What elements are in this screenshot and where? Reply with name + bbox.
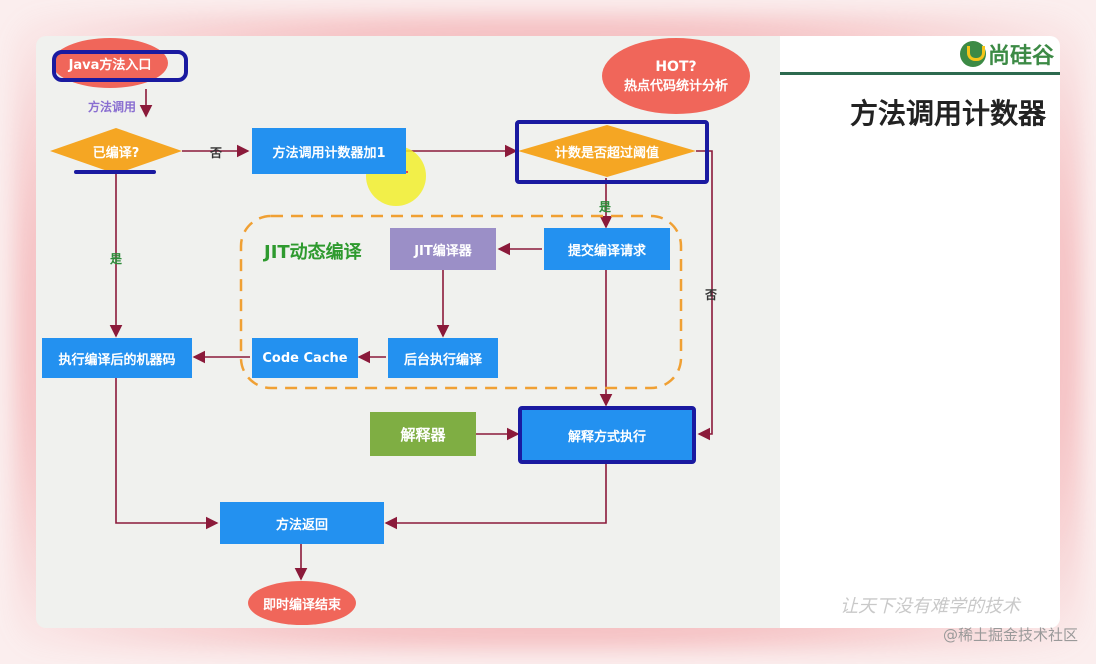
submit-request-box: 提交编译请求	[544, 228, 670, 270]
jit-compiler-box: JIT编译器	[390, 228, 496, 270]
compiled-underline	[74, 170, 156, 174]
interpreted-execution-label: 解释方式执行	[567, 429, 646, 445]
flow-connectors	[109, 89, 713, 581]
background-compile-box: 后台执行编译	[388, 338, 498, 378]
threshold-highlight	[515, 120, 709, 184]
edge-label-threshold-yes: 是	[599, 200, 612, 214]
interpreted-execution-highlight	[518, 406, 696, 464]
brand-motto: 让天下没有难学的技术	[840, 596, 1020, 617]
method-return-label: 方法返回	[275, 517, 328, 533]
edge-label-compiled-yes: 是	[110, 252, 123, 266]
interpreter-label: 解释器	[400, 425, 446, 444]
site-watermark: @稀土掘金技术社区	[942, 626, 1078, 644]
edge-label-threshold-no: 否	[705, 288, 718, 302]
interpreter-box: 解释器	[370, 412, 476, 456]
arrow-threshold-no	[696, 150, 713, 441]
jit-region-title: JIT动态编译	[264, 242, 362, 263]
execute-machine-code-label: 执行编译后的机器码	[58, 352, 176, 368]
jit-end-label: 即时编译结束	[262, 597, 341, 613]
interpreted-execution-box: 解释方式执行	[522, 410, 692, 460]
method-return-box: 方法返回	[220, 502, 384, 544]
edge-label-compiled-no: 否	[210, 146, 223, 160]
header-divider	[780, 72, 1060, 75]
jit-region-border	[239, 214, 683, 390]
submit-request-label: 提交编译请求	[567, 243, 646, 259]
right-panel: 尚硅谷 方法调用计数器 让天下没有难学的技术	[780, 36, 1060, 628]
arrow-interp-to-return	[384, 462, 607, 530]
logo-text: 尚硅谷	[988, 44, 1055, 69]
brand-logo: 尚硅谷	[960, 38, 1054, 70]
compiled-decision: 已编译?	[50, 128, 182, 174]
hot-analysis-label: 热点代码统计分析	[623, 78, 728, 94]
threshold-decision: 计数是否超过阈值	[518, 125, 696, 177]
compiled-label: 已编译?	[92, 145, 140, 161]
hot-analysis-oval: HOT? 热点代码统计分析	[602, 38, 750, 114]
slide-frame: Java方法入口 方法调用 已编译? 否 是 方法调用计数器加1 HOT? 热点…	[36, 36, 1060, 628]
java-entry-label: Java方法入口	[68, 57, 152, 73]
slide-title: 方法调用计数器	[850, 97, 1047, 130]
hot-label: HOT?	[655, 58, 697, 75]
code-cache-box: Code Cache	[252, 338, 358, 378]
method-call-label: 方法调用	[88, 100, 137, 114]
threshold-label: 计数是否超过阈值	[554, 145, 659, 161]
code-cache-label: Code Cache	[262, 350, 348, 366]
background-compile-label: 后台执行编译	[403, 352, 482, 368]
java-entry-highlight	[52, 50, 188, 82]
jit-end-oval: 即时编译结束	[248, 581, 356, 625]
jit-compiler-label: JIT编译器	[414, 243, 472, 259]
execute-machine-code-box: 执行编译后的机器码	[42, 338, 192, 378]
counter-increment-label: 方法调用计数器加1	[272, 145, 386, 161]
counter-increment-box: 方法调用计数器加1	[252, 128, 406, 174]
arrow-exec-to-return	[115, 378, 219, 530]
logo-icon	[960, 41, 986, 67]
